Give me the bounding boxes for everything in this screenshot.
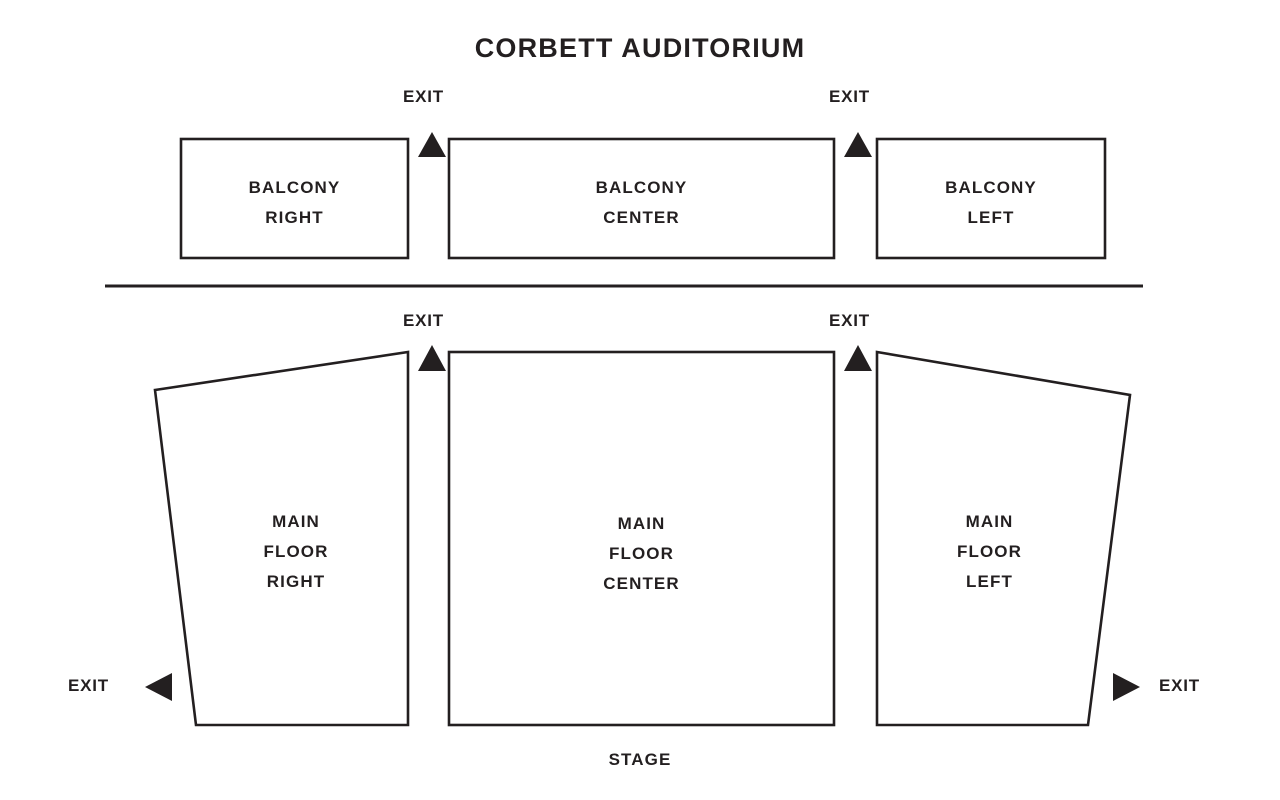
balcony-center-shape — [447, 137, 836, 260]
page-title: CORBETT AUDITORIUM — [474, 33, 806, 63]
side-exit-right-label: EXIT — [68, 676, 109, 695]
balcony-exit-left-label: EXIT — [829, 87, 870, 106]
balcony-exit-right-label: EXIT — [403, 87, 444, 106]
balcony-exit-right-arrow-icon — [418, 132, 446, 157]
main-floor-left-shape — [875, 350, 1132, 727]
balcony-exit-left-arrow-icon — [844, 132, 872, 157]
main-floor-exit-right-label: EXIT — [403, 311, 444, 330]
main-floor-exit-left-label: EXIT — [829, 311, 870, 330]
side-exit-left-arrow-icon — [1113, 673, 1140, 701]
main-floor-center-shape — [447, 350, 836, 727]
main-floor-exit-right-arrow-icon — [418, 345, 446, 371]
balcony-right-shape — [179, 137, 410, 260]
main-floor-exit-left-arrow-icon — [844, 345, 872, 371]
side-exit-right-arrow-icon — [145, 673, 172, 701]
side-exit-left-label: EXIT — [1159, 676, 1200, 695]
main-floor-right-shape — [153, 350, 410, 727]
balcony-left-shape — [875, 137, 1107, 260]
stage-label: STAGE — [608, 750, 672, 769]
